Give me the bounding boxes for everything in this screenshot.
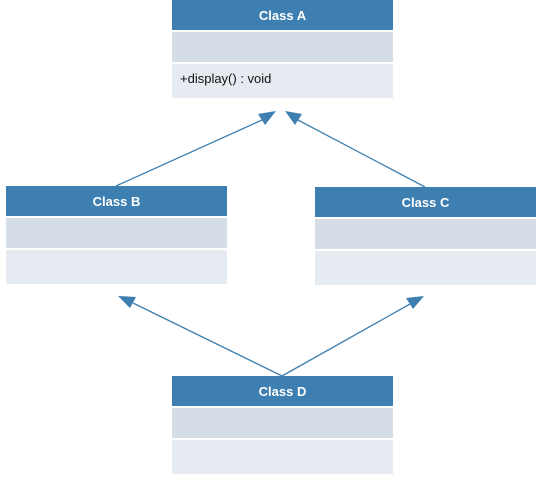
class-a-methods: +display() : void xyxy=(172,64,393,98)
class-c-methods xyxy=(315,251,536,285)
class-a-box[interactable]: Class A +display() : void xyxy=(172,0,393,98)
inheritance-arrowhead-c xyxy=(406,296,424,309)
inheritance-line-d-c xyxy=(281,303,411,377)
class-a-attributes xyxy=(172,32,393,64)
inheritance-arrowhead-a-left xyxy=(258,111,276,125)
class-b-methods xyxy=(6,250,227,284)
inheritance-line-b-a xyxy=(115,119,263,187)
inheritance-arrowhead-a-right xyxy=(285,111,302,125)
class-c-attributes xyxy=(315,219,536,251)
class-d-name: Class D xyxy=(172,376,393,408)
class-c-name: Class C xyxy=(315,187,536,219)
class-d-methods xyxy=(172,440,393,474)
inheritance-arrowhead-b xyxy=(118,296,136,308)
class-b-box[interactable]: Class B xyxy=(6,186,227,284)
class-c-box[interactable]: Class C xyxy=(315,187,536,285)
inheritance-line-c-a xyxy=(297,119,426,188)
class-b-name: Class B xyxy=(6,186,227,218)
class-d-attributes xyxy=(172,408,393,440)
class-a-name: Class A xyxy=(172,0,393,32)
class-d-box[interactable]: Class D xyxy=(172,376,393,474)
inheritance-line-d-b xyxy=(132,302,283,377)
class-b-attributes xyxy=(6,218,227,250)
